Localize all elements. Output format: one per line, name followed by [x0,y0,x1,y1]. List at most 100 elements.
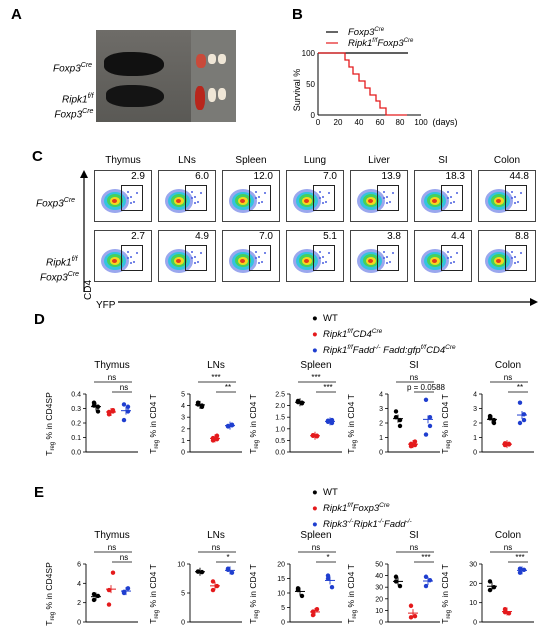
data-point [502,607,508,612]
y-axis-label: Treg % in CD4 T [148,394,160,454]
flow-plot: 6.0 [158,170,216,222]
legend-ripk1-fadd: ● Ripk1f/fFadd-/- Fadd:gfpf/fCD4Cre [312,344,456,357]
significance-label: p = 0.0588 [407,383,446,392]
y-tick-label: 0 [181,620,185,627]
event-dot [191,251,193,253]
flow-row1-label: Foxp3Cre [36,197,76,210]
gate-box [441,185,463,211]
legend-ripk1-foxp3cre: Ripk1f/fFoxp3Cre [348,38,414,49]
y-tick-label: 1 [379,435,383,442]
event-dot [386,262,388,264]
y-tick-label: 3 [181,415,185,422]
data-point [125,404,131,409]
data-point [408,603,414,608]
y-tick-label: 10 [469,600,477,607]
y-tick-label: 5 [181,591,185,598]
panel-e-legend: ● WT ● Ripk1f/fFoxp3Cre ● Ripk3-/-Ripk1-… [312,486,412,531]
y-tick-label: 0.3 [71,406,81,413]
significance-label: ** [225,383,231,392]
survival-xtick: 80 [396,118,405,127]
flow-yaxis-arrow [80,170,88,292]
event-dot [258,196,260,198]
data-point [110,409,116,414]
y-tick-label: 4 [473,392,477,399]
event-dot [322,196,324,198]
data-point [106,409,112,415]
data-point [91,591,97,597]
data-point [423,574,429,579]
flow-plot: 18.3 [414,170,472,222]
event-dot [453,261,455,263]
flow-plot: 2.7 [94,230,152,282]
flow-xaxis-label: YFP [96,300,116,311]
y-axis-label: Treg % in CD4 T [148,564,160,624]
event-dot [514,256,516,258]
data-point [199,404,205,409]
event-dot [389,201,391,203]
plot-title: LNs [207,530,225,541]
event-dot [261,201,263,203]
event-dot [130,262,132,264]
event-dot [127,257,129,259]
data-point [329,417,335,423]
significance-label: ns [212,543,220,552]
event-dot [194,202,196,204]
legend-wt: ● WT [312,313,338,324]
event-dot [450,256,452,258]
survival-xtick: 40 [355,118,364,127]
event-dot [319,191,321,193]
data-point [125,586,131,591]
data-point [491,417,497,423]
y-tick-label: 10 [375,608,383,615]
y-tick-label: 0 [77,620,81,627]
y-tick-label: 0 [281,620,285,627]
significance-label: ** [517,383,523,392]
survival-legend: Foxp3Cre Ripk1f/fFoxp3Cre [326,27,414,49]
gate-percentage: 2.9 [131,171,145,182]
data-point [412,439,418,444]
significance-label: ns [108,373,116,382]
data-point [295,398,301,404]
density-region [496,199,501,203]
gate-box [185,185,207,211]
data-point [506,611,512,616]
plot-title: Colon [495,360,521,371]
y-tick-label: 20 [375,596,383,603]
flow-plot: 2.9 [94,170,152,222]
event-dot [194,262,196,264]
y-tick-label: 0 [473,620,477,627]
data-point [91,597,97,603]
data-point [412,614,418,619]
y-axis-label: Treg % in CD4SP [44,392,56,456]
density-region [304,199,309,203]
tissue-header: Lung [303,155,327,166]
event-dot [322,202,324,204]
y-tick-label: 2 [473,421,477,428]
plot-title: SI [409,360,418,371]
data-point [487,587,493,593]
data-point [225,424,231,429]
data-point [210,587,216,593]
tissue-header: LNs [178,155,196,166]
data-point [125,409,131,414]
data-point [95,404,101,409]
density-region [112,259,117,263]
flow-plot: 8.8 [478,230,536,282]
y-axis-label: Treg % in CD4 T [248,394,260,454]
data-point [310,432,316,438]
legend-ripk1-cd4cre: ● Ripk1f/fCD4Cre [312,328,383,341]
data-point [229,570,235,575]
data-point [393,415,399,420]
gate-box [313,245,335,271]
event-dot [255,197,257,199]
y-tick-label: 0 [379,620,383,627]
event-dot [447,257,449,259]
flow-plot: 4.9 [158,230,216,282]
gate-percentage: 6.0 [195,171,209,182]
plot-title: Spleen [300,530,331,541]
y-tick-label: 5 [181,392,185,399]
event-dot [514,262,516,264]
gate-box [249,245,271,271]
